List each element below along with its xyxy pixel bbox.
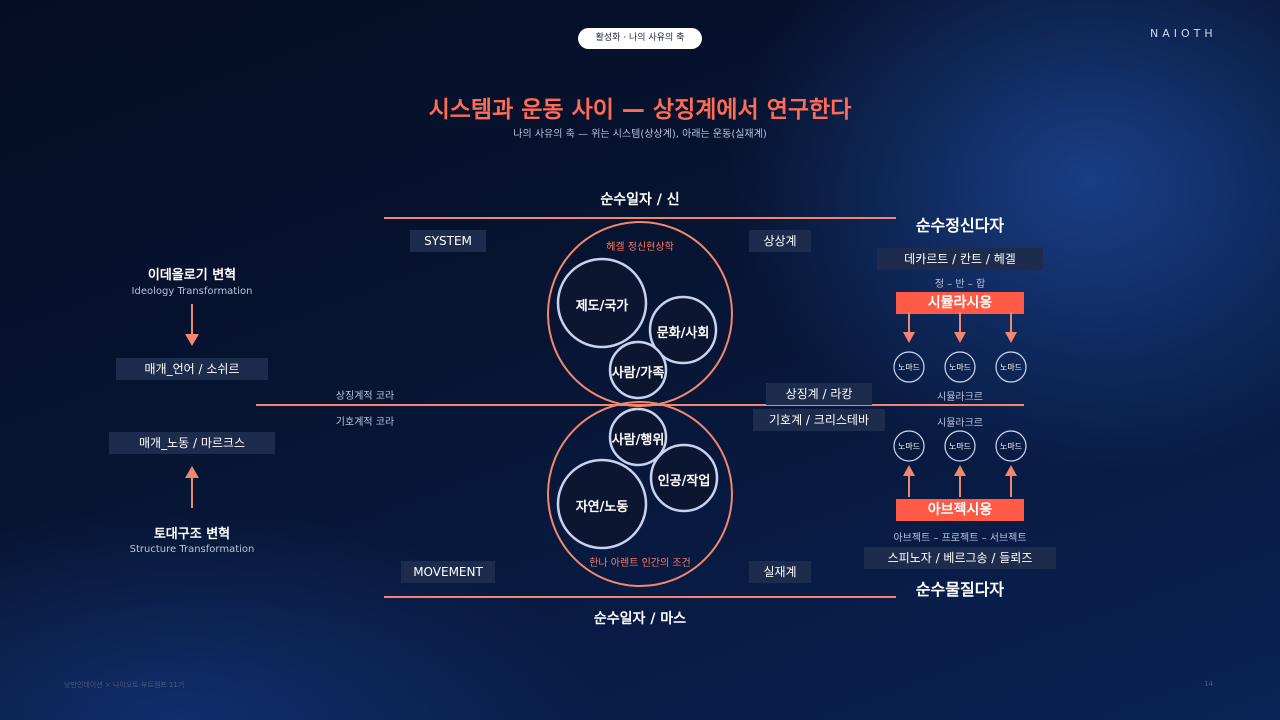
philosophers-bottom-tag: 스피노자 / 베르그송 / 들뢰즈: [864, 547, 1056, 569]
circle-action: [608, 407, 668, 467]
nomad-circle-bottom-3: [995, 430, 1027, 462]
simulation-arrows: [903, 312, 1017, 343]
arrowhead-down-3: [1005, 332, 1017, 343]
section-pill: 활성화 · 나의 사유의 축: [578, 28, 702, 49]
circle-work: [649, 443, 719, 513]
page-number: 14: [1204, 680, 1213, 688]
arrowhead-down-2: [954, 332, 966, 343]
circle-culture: [648, 295, 718, 365]
media-language-tag: 매개_언어 / 소쉬르: [116, 358, 268, 380]
bottom-pole-label: 순수일자 / 마스: [593, 611, 687, 627]
right-top-pole: 순수정신다자: [915, 216, 1005, 235]
simulation-tag: 시뮬라시옹: [896, 292, 1024, 314]
bottom-circle-caption: 한나 아렌트 인간의 조건: [589, 558, 691, 569]
nomad-circle-top-2: [944, 351, 976, 383]
center-circles-diagram: [547, 221, 733, 587]
dialectic-label: 정 – 반 – 합: [934, 279, 986, 290]
nomad-label-top-3: 노마드: [1000, 363, 1022, 372]
nomad-circle-top-1: [893, 351, 925, 383]
system-tag: SYSTEM: [410, 230, 486, 252]
symbolic-core-label: 상징계적 코라: [335, 391, 395, 402]
semiotic-core-label: 기호계적 코라: [335, 417, 395, 428]
imaginary-tag: 상상계: [749, 230, 811, 252]
down-arrow-icon: [185, 304, 199, 346]
ideology-title: 이데올로기 변혁: [147, 268, 237, 283]
arrowhead-up-2: [954, 465, 966, 476]
label-labor: 자연/노동: [575, 500, 629, 515]
simulacre-bottom-label: 시뮬라크르: [937, 418, 983, 429]
bottom-outer-circle: [547, 401, 733, 587]
movement-tag: MOVEMENT: [401, 561, 495, 583]
page-title: 시스템과 운동 사이 — 상징계에서 연구한다: [428, 97, 852, 123]
nomad-circle-top-3: [995, 351, 1027, 383]
media-labor-tag: 매개_노동 / 마르크스: [109, 432, 275, 454]
semiotic-kristeva-tag: 기호계 / 크리스테바: [753, 409, 885, 431]
real-tag: 실재계: [749, 561, 811, 583]
nomad-circles-top: 노마드 노마드 노마드: [893, 351, 1027, 383]
top-pole-label: 순수일자 / 신: [600, 192, 680, 208]
top-axis-line: [384, 217, 896, 219]
circle-family: [608, 340, 668, 400]
structure-title: 토대구조 변혁: [153, 527, 231, 542]
circle-institution: [556, 257, 648, 349]
label-action: 사람/행위: [611, 433, 665, 448]
page-subtitle: 나의 사유의 축 — 위는 시스템(상상계), 아래는 운동(실재계): [513, 129, 767, 140]
abjection-arrows: [903, 465, 1017, 497]
ideology-subtitle: Ideology Transformation: [131, 286, 253, 297]
top-outer-circle: [547, 221, 733, 407]
circle-labor: [556, 458, 648, 550]
nomad-label-bottom-3: 노마드: [1000, 442, 1022, 451]
right-bottom-pole: 순수물질다자: [915, 580, 1005, 599]
abjection-tag: 아브젝시옹: [896, 499, 1024, 521]
structure-subtitle: Structure Transformation: [129, 544, 255, 555]
abject-chain-label: 아브젝트 – 프로젝트 – 서브젝트: [893, 533, 1027, 544]
label-institution: 제도/국가: [575, 299, 629, 314]
label-family: 사람/가족: [611, 366, 665, 381]
bottom-axis-line: [384, 596, 896, 598]
nomad-circle-bottom-1: [893, 430, 925, 462]
nomad-circles-bottom: 노마드 노마드 노마드: [893, 430, 1027, 462]
arrowhead-down-1: [903, 332, 915, 343]
nomad-label-bottom-2: 노마드: [949, 442, 971, 451]
simulacre-top-label: 시뮬라크르: [937, 392, 983, 403]
nomad-label-bottom-1: 노마드: [898, 442, 920, 451]
philosophers-top-tag: 데카르트 / 칸트 / 헤겔: [877, 248, 1043, 270]
brand-logo: NAIOTH: [1150, 27, 1217, 40]
arrowhead-up-3: [1005, 465, 1017, 476]
arrowhead-up-1: [903, 465, 915, 476]
symbolic-lacan-tag: 상징계 / 라캉: [766, 383, 872, 405]
up-arrow-icon: [185, 466, 199, 508]
top-circle-caption: 헤겔 정신현상학: [606, 242, 674, 253]
nomad-label-top-1: 노마드: [898, 363, 920, 372]
nomad-label-top-2: 노마드: [949, 363, 971, 372]
footer-credit: 낭만인데이션 × 나이오트 부트캠프 11기: [64, 681, 185, 689]
nomad-circle-bottom-2: [944, 430, 976, 462]
label-work: 인공/작업: [657, 474, 711, 489]
label-culture: 문화/사회: [656, 326, 710, 341]
